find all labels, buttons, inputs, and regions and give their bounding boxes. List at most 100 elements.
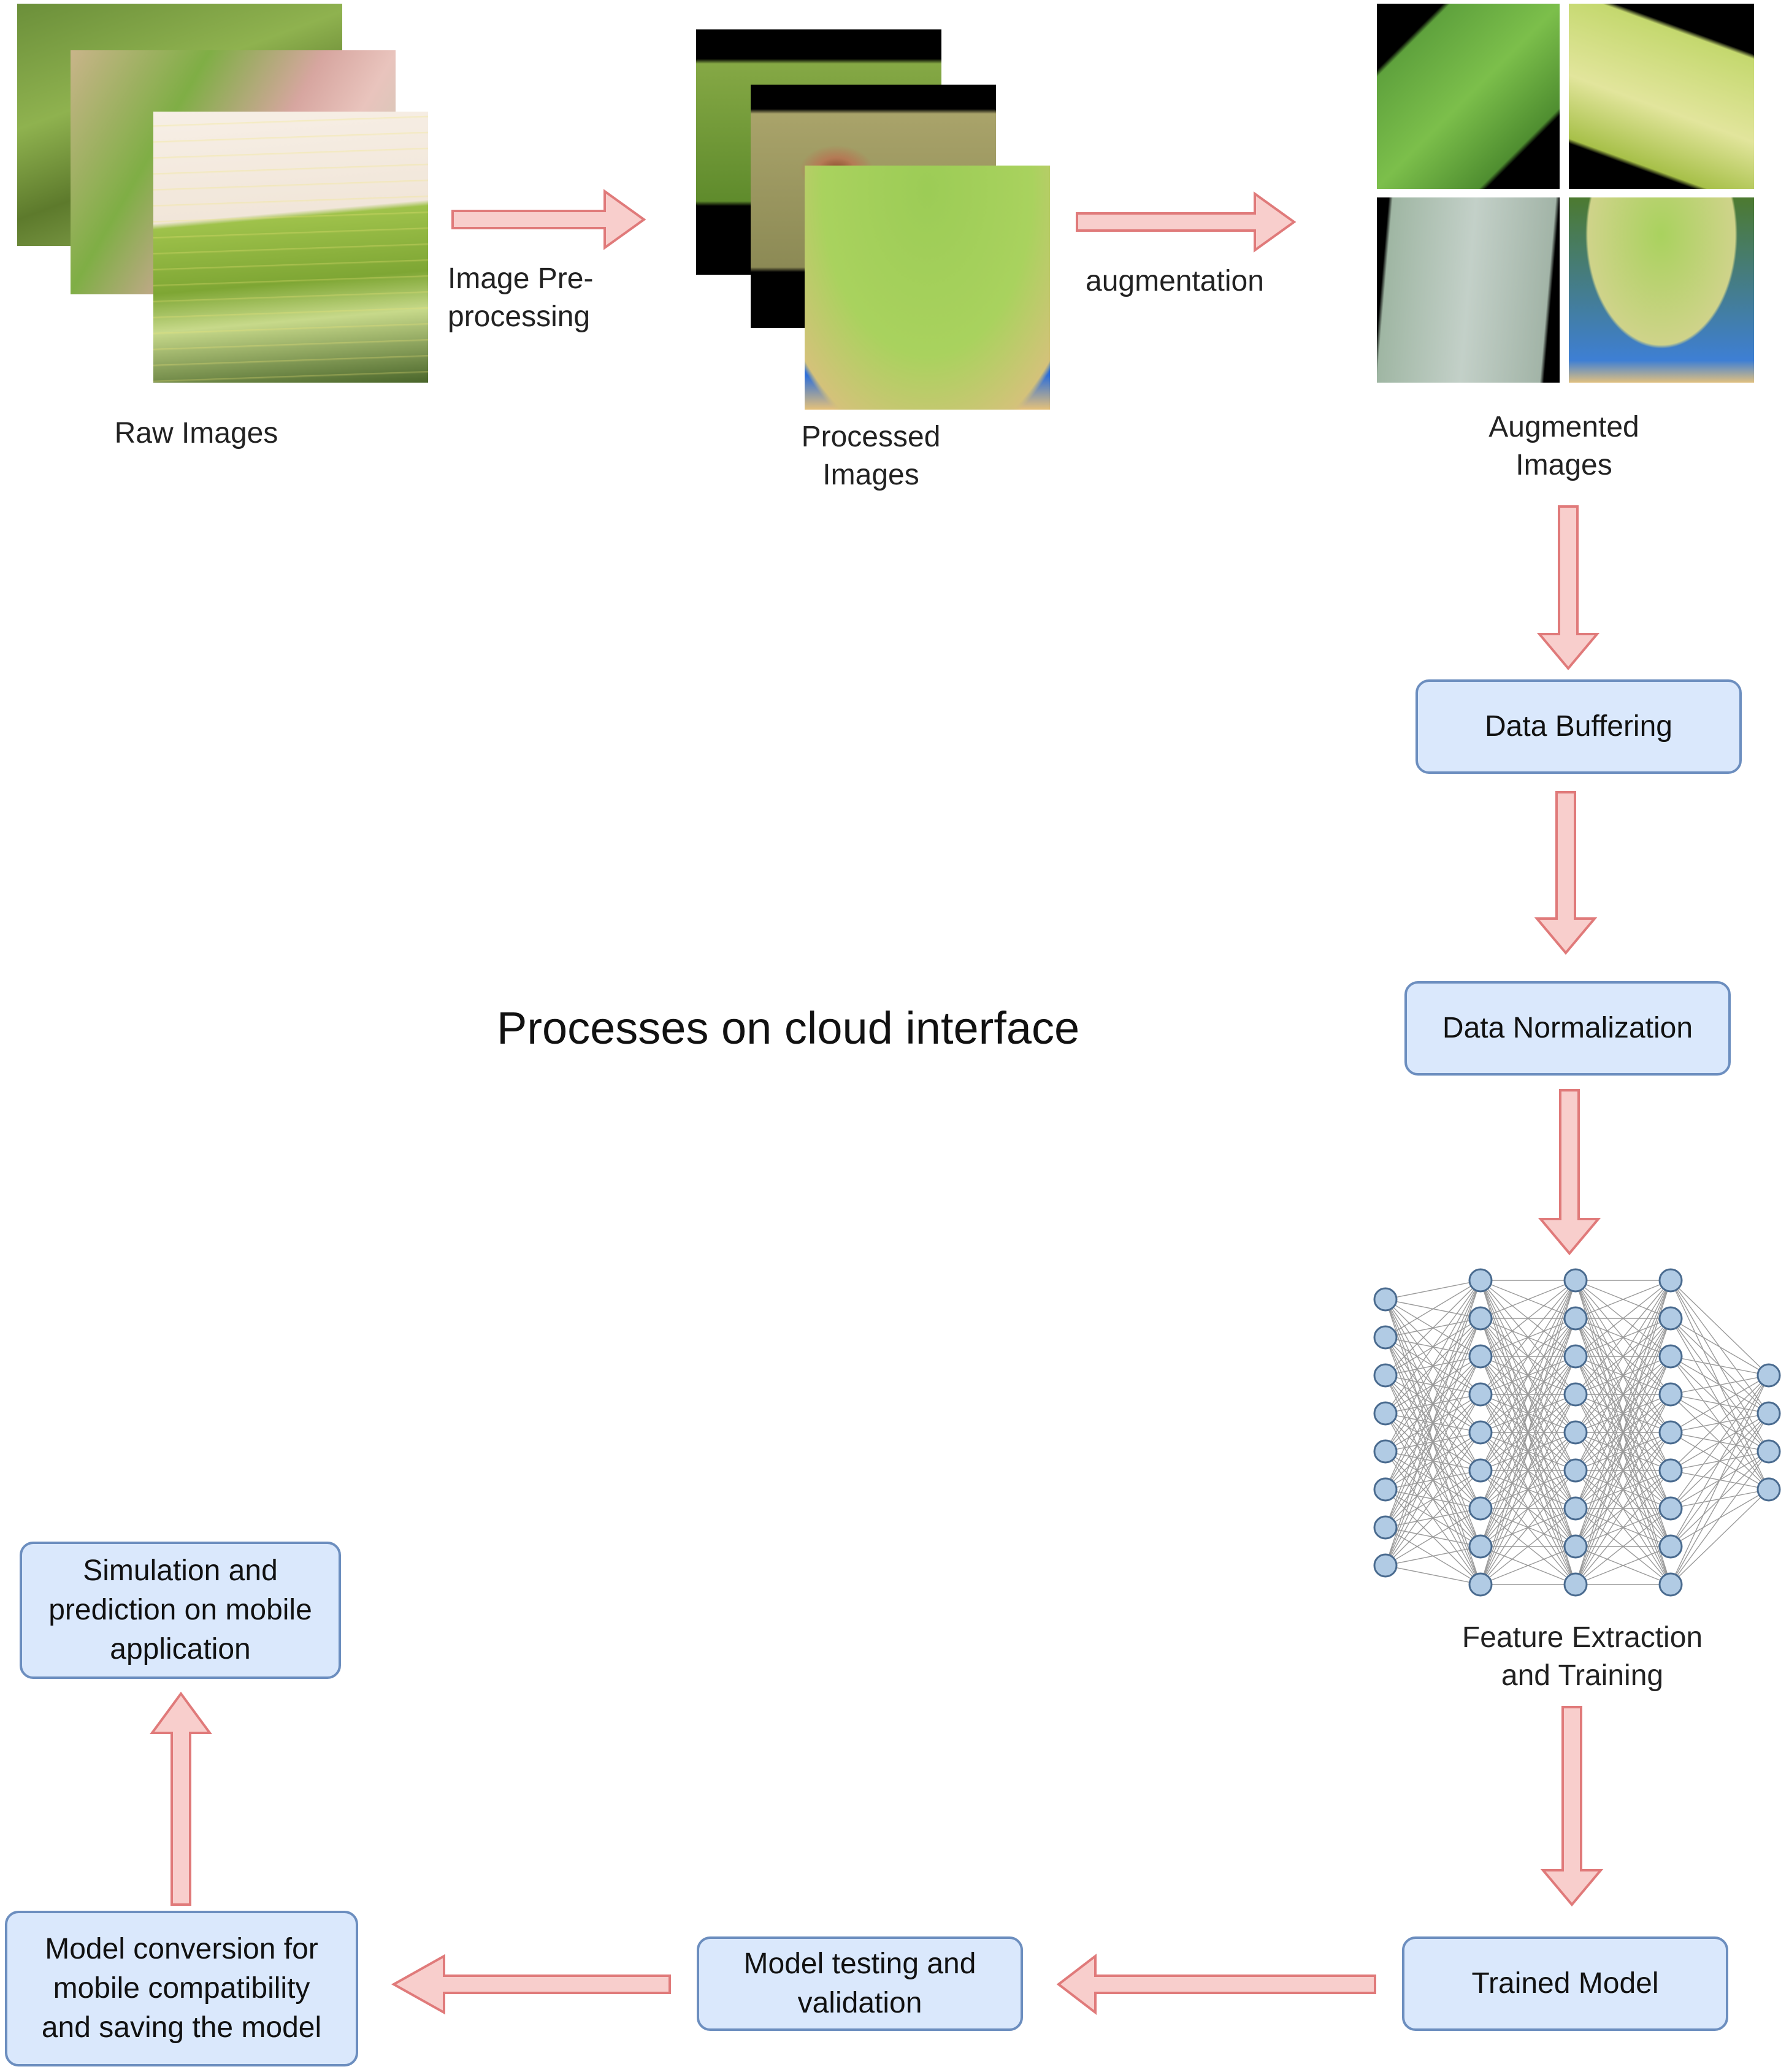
nn-node-layer-1 <box>1373 1477 1398 1502</box>
nn-node-layer-3 <box>1563 1382 1588 1407</box>
nn-connection <box>1575 1394 1671 1585</box>
arrow-preprocessing <box>451 189 646 250</box>
nn-connection <box>1670 1318 1769 1376</box>
nn-connection <box>1385 1280 1481 1490</box>
nn-connection <box>1385 1280 1481 1452</box>
nn-connection <box>1575 1280 1671 1585</box>
nn-node-layer-3 <box>1563 1268 1588 1293</box>
nn-connection <box>1670 1375 1769 1395</box>
nn-connection <box>1670 1413 1769 1585</box>
nn-connection <box>1575 1356 1671 1585</box>
nn-connection <box>1385 1280 1481 1566</box>
processed-label-line-2: Images <box>822 459 919 491</box>
nn-connection <box>1670 1375 1769 1547</box>
nn-connection <box>1385 1508 1481 1566</box>
arrow-to-buffering <box>1536 505 1600 671</box>
nn-connection <box>1480 1280 1576 1395</box>
augmentation-edge-label: augmentation <box>1086 265 1264 297</box>
nn-node-layer-4 <box>1658 1382 1683 1407</box>
nn-connection <box>1480 1280 1576 1357</box>
nn-connection <box>1385 1546 1481 1566</box>
nn-connection <box>1385 1470 1481 1566</box>
nn-connection <box>1575 1280 1671 1319</box>
nn-node-layer-3 <box>1563 1306 1588 1331</box>
processed-images-label: Processed Images <box>748 418 994 494</box>
flow-arrows <box>150 189 1604 2016</box>
nn-connection <box>1670 1489 1769 1585</box>
nn-node-layer-2 <box>1468 1496 1493 1521</box>
nn-node-layer-5 <box>1756 1363 1781 1388</box>
cloud-interface-title: Processes on cloud interface <box>497 1003 1080 1053</box>
nn-node-layer-1 <box>1373 1287 1398 1312</box>
nn-connection <box>1670 1451 1769 1585</box>
nn-node-layer-3 <box>1563 1534 1588 1559</box>
nn-node-layer-1 <box>1373 1439 1398 1464</box>
model-conversion-box: Model conversion for mobile compatibilit… <box>5 1911 358 2066</box>
nn-node-layer-5 <box>1756 1401 1781 1426</box>
nn-node-layer-5 <box>1756 1439 1781 1464</box>
augmented-label-line-1: Augmented <box>1488 411 1639 443</box>
nn-node-layer-4 <box>1658 1420 1683 1445</box>
nn-node-layer-1 <box>1373 1363 1398 1388</box>
augmented-image-4 <box>1569 197 1754 383</box>
processed-image-3 <box>805 166 1050 410</box>
nn-node-layer-2 <box>1468 1306 1493 1331</box>
nn-connection <box>1670 1375 1769 1509</box>
nn-connection <box>1670 1375 1769 1433</box>
arrow-to-network <box>1538 1089 1601 1256</box>
nn-node-layer-2 <box>1468 1572 1493 1597</box>
model-conversion-line-1: Model conversion for <box>45 1933 318 1965</box>
model-conversion-line-2: mobile compatibility <box>53 1972 310 2005</box>
nn-connection <box>1480 1318 1576 1585</box>
raw-images-label: Raw Images <box>114 417 278 449</box>
nn-connection <box>1480 1394 1576 1585</box>
nn-node-layer-2 <box>1468 1344 1493 1369</box>
nn-node-layer-3 <box>1563 1344 1588 1369</box>
nn-connection <box>1575 1280 1671 1509</box>
nn-node-layer-4 <box>1658 1344 1683 1369</box>
nn-connection <box>1480 1280 1576 1547</box>
arrow-to-testing <box>1056 1953 1376 2016</box>
neural-net-nodes <box>1373 1268 1781 1597</box>
feature-extraction-line-1: Feature Extraction <box>1461 1621 1703 1654</box>
simulation-line-3: application <box>110 1633 251 1665</box>
nn-node-layer-3 <box>1563 1496 1588 1521</box>
nn-connection <box>1480 1280 1576 1509</box>
simulation-box: Simulation and prediction on mobile appl… <box>20 1542 341 1679</box>
nn-connection <box>1575 1280 1671 1547</box>
nn-connection <box>1575 1280 1671 1471</box>
nn-connection <box>1575 1508 1671 1585</box>
nn-connection <box>1670 1375 1769 1471</box>
augmented-image-3 <box>1377 197 1560 383</box>
nn-node-layer-4 <box>1658 1458 1683 1483</box>
nn-connection <box>1670 1356 1769 1376</box>
data-normalization-box: Data Normalization <box>1404 981 1731 1076</box>
simulation-line-1: Simulation and <box>83 1554 278 1587</box>
arrow-to-conversion <box>391 1954 671 2015</box>
nn-node-layer-3 <box>1563 1420 1588 1445</box>
nn-connection <box>1385 1356 1481 1566</box>
arrow-to-normalization <box>1534 791 1598 955</box>
augmented-images-label: Augmented Images <box>1441 408 1687 484</box>
nn-connection <box>1385 1280 1481 1414</box>
nn-connection <box>1480 1470 1576 1585</box>
nn-connection <box>1480 1356 1576 1585</box>
nn-node-layer-4 <box>1658 1496 1683 1521</box>
nn-node-layer-4 <box>1658 1572 1683 1597</box>
nn-node-layer-4 <box>1658 1534 1683 1559</box>
nn-connection <box>1575 1546 1671 1585</box>
nn-node-layer-3 <box>1563 1458 1588 1483</box>
nn-node-layer-1 <box>1373 1401 1398 1426</box>
nn-node-layer-4 <box>1658 1268 1683 1293</box>
nn-connection <box>1575 1280 1671 1395</box>
arrow-to-simulation <box>150 1691 212 1906</box>
nn-node-layer-2 <box>1468 1382 1493 1407</box>
nn-connection <box>1385 1318 1481 1566</box>
neural-net-connections <box>1385 1280 1769 1585</box>
nn-connection <box>1480 1508 1576 1585</box>
nn-connection <box>1575 1280 1671 1357</box>
nn-connection <box>1575 1470 1671 1585</box>
nn-node-layer-1 <box>1373 1325 1398 1350</box>
nn-connection <box>1575 1432 1671 1585</box>
